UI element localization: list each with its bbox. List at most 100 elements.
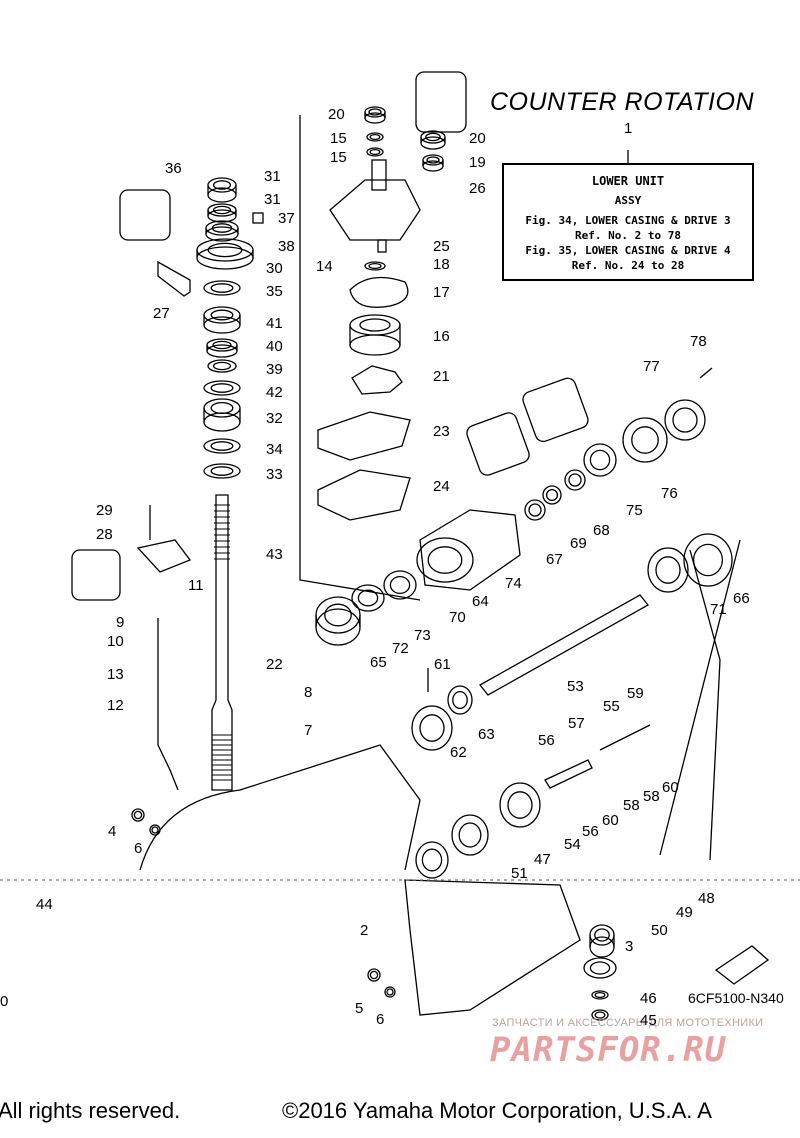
shift-rod-12 <box>157 618 179 791</box>
info-line-1: LOWER UNIT <box>591 174 665 188</box>
lower-casing-upper <box>139 744 421 871</box>
callout-42: 42 <box>266 384 283 401</box>
oring-70 <box>383 570 417 600</box>
callout-32: 32 <box>266 410 283 427</box>
callout-24: 24 <box>433 478 450 495</box>
callout-66: 66 <box>733 590 750 607</box>
callout-9: 9 <box>116 614 125 631</box>
callout-8: 8 <box>304 684 313 701</box>
part-39 <box>207 359 237 373</box>
plate-23 <box>317 411 411 461</box>
callout-74: 74 <box>505 575 522 592</box>
part-25 <box>377 239 387 253</box>
inset-mid2 <box>522 377 589 443</box>
callout-53: 53 <box>567 678 584 695</box>
part-42 <box>203 380 241 396</box>
callout-54: 54 <box>564 836 581 853</box>
callout-70: 70 <box>449 609 466 626</box>
callout-13: 13 <box>107 666 124 683</box>
bearing-51 <box>451 814 489 856</box>
callout-68: 68 <box>593 522 610 539</box>
part-27 <box>157 260 191 297</box>
footer-copyright: ©2016 Yamaha Motor Corporation, U.S.A. A <box>282 1098 712 1123</box>
callout-47: 47 <box>534 851 551 868</box>
callout-30: 30 <box>266 260 283 277</box>
callout-41: 41 <box>266 315 283 332</box>
callout-58: 58 <box>643 788 660 805</box>
part-68 <box>564 469 586 491</box>
pinion-49 <box>583 957 617 979</box>
callout-15: 15 <box>330 130 347 147</box>
callout-22: 22 <box>266 656 283 673</box>
part-15b <box>366 147 384 157</box>
lead-group-right <box>689 549 721 861</box>
callout-49: 49 <box>676 904 693 921</box>
callout-6: 6 <box>376 1011 385 1028</box>
callout-16: 16 <box>433 328 450 345</box>
part-51b <box>415 841 449 879</box>
callout-34: 34 <box>266 441 283 458</box>
part-28 <box>136 539 192 573</box>
part-4 <box>131 808 145 822</box>
part-72 <box>351 584 385 612</box>
callout-56: 56 <box>582 823 599 840</box>
callout-55: 55 <box>603 698 620 715</box>
watermark-tagline: ЗАПЧАСТИ И АКСЕССУАРЫ ДЛЯ МОТОТЕХНИКИ <box>492 1017 764 1029</box>
callout-26: 26 <box>469 180 486 197</box>
callout-75: 75 <box>626 502 643 519</box>
part-6b <box>384 986 396 998</box>
callout-31: 31 <box>264 191 281 208</box>
part-37 <box>252 212 264 224</box>
callout-5: 5 <box>355 1000 364 1017</box>
dog-clutch-62 <box>411 705 453 751</box>
callout-35: 35 <box>266 283 283 300</box>
callout-57: 57 <box>568 715 585 732</box>
pump-housing-14 <box>329 179 421 241</box>
callout-67: 67 <box>546 551 563 568</box>
diagram-code: 6CF5100-N340 <box>688 990 784 1006</box>
shift-plunger-54 <box>544 759 593 789</box>
callout-2: 2 <box>360 922 369 939</box>
bearing-76 <box>622 417 668 463</box>
group-bracket <box>299 115 421 601</box>
callout-38: 38 <box>278 238 295 255</box>
callout-59: 59 <box>627 685 644 702</box>
shim-66 <box>683 533 733 587</box>
callout-21: 21 <box>433 368 450 385</box>
pump-neck <box>371 159 387 191</box>
info-line-3: Fig. 34, LOWER CASING & DRIVE 3 <box>525 214 731 227</box>
callout-25: 25 <box>433 238 450 255</box>
callout-17: 17 <box>433 284 450 301</box>
watermark-logo: PARTSFOR.RU <box>490 1030 727 1070</box>
callout-62: 62 <box>450 744 467 761</box>
callout-27: 27 <box>153 305 170 322</box>
part-34 <box>203 438 241 454</box>
callout-40: 40 <box>266 338 283 355</box>
gasket-17 <box>349 276 409 308</box>
callout-4: 4 <box>108 823 117 840</box>
callout-31: 31 <box>264 168 281 185</box>
callout-19: 19 <box>469 154 486 171</box>
callout-0: 0 <box>0 993 9 1010</box>
inset-left <box>119 189 171 241</box>
bolt-78 <box>699 367 713 379</box>
gear-47 <box>499 782 541 828</box>
callout-10: 10 <box>107 633 124 650</box>
callout-37: 37 <box>278 210 295 227</box>
callout-29: 29 <box>96 502 113 519</box>
callout-48: 48 <box>698 890 715 907</box>
callout-60: 60 <box>662 779 679 796</box>
part-67 <box>524 499 546 521</box>
callout-64: 64 <box>472 593 489 610</box>
callout-44: 44 <box>36 896 53 913</box>
part-69 <box>542 485 562 505</box>
callout-11: 11 <box>188 577 204 594</box>
callout-info-ref: 1 <box>624 120 633 137</box>
callout-28: 28 <box>96 526 113 543</box>
spring-55 <box>599 724 651 751</box>
spring-63 <box>447 685 473 715</box>
gasket-24 <box>317 469 411 521</box>
drive-shaft-43 <box>211 494 233 791</box>
callout-6: 6 <box>134 840 143 857</box>
